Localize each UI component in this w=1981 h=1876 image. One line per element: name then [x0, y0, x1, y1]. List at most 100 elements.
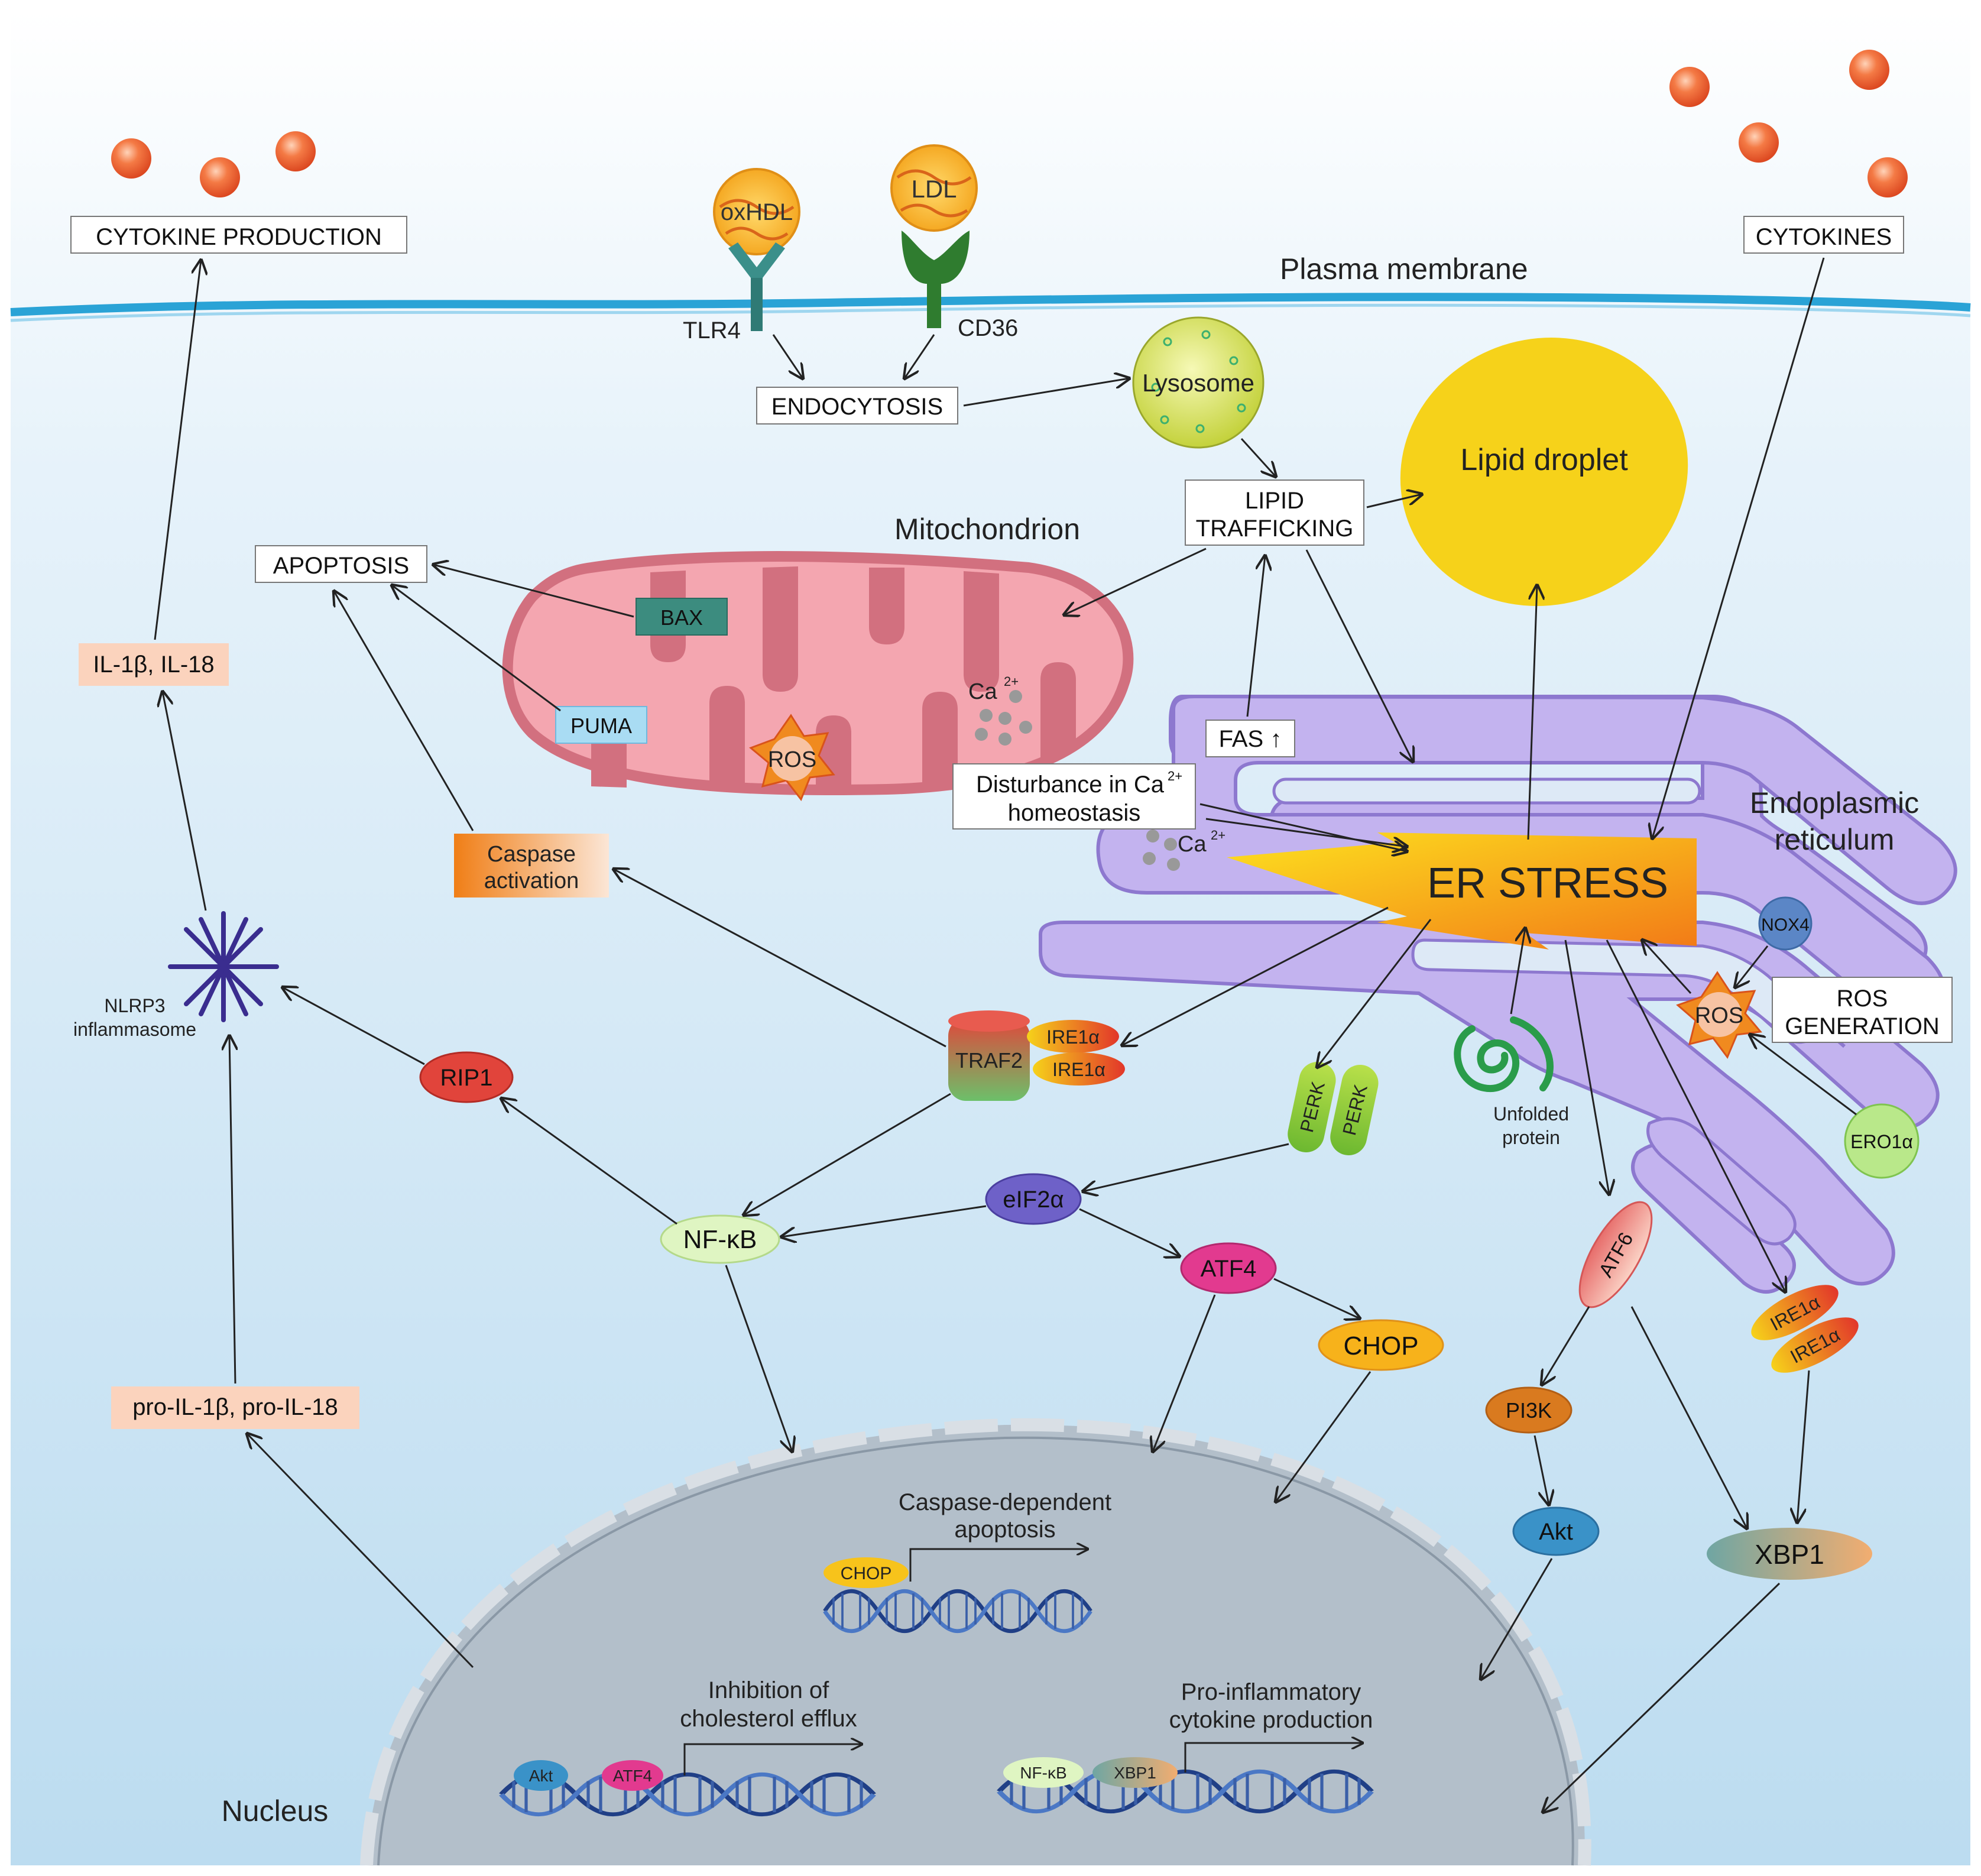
endocytosis-label: ENDOCYTOSIS [771, 394, 943, 420]
ros-generation-label-1: ROS [1837, 986, 1888, 1012]
xbp1: XBP1 [1707, 1528, 1872, 1580]
ca-mito: Ca 2+ [968, 674, 1032, 746]
er-stress-bolt: ER STRESS [1227, 832, 1697, 950]
puma-box: PUMA [555, 706, 647, 744]
akt: Akt [1512, 1506, 1600, 1556]
plasma-membrane-label: Plasma membrane [1280, 252, 1528, 286]
nfkb-dna-tag: NF-κB [1003, 1757, 1084, 1788]
caspase-activation-box: Caspase activation [454, 834, 609, 898]
pi3k: PI3K [1485, 1386, 1573, 1434]
unfolded-label-2: protein [1502, 1127, 1560, 1148]
fas-box: FAS ↑ [1205, 720, 1295, 757]
lipid-trafficking-label-2: TRAFFICKING [1196, 516, 1354, 542]
ros-generation-label-2: GENERATION [1785, 1013, 1940, 1039]
oxhdl-label: oxHDL [721, 199, 793, 225]
cytokine-particle [1867, 157, 1908, 197]
nlrp3-label-2: inflammasome [73, 1019, 196, 1040]
ca-disturbance-label-1: Disturbance in Ca [976, 772, 1165, 798]
ca-mito-label: Ca [968, 679, 997, 704]
traf2-label: TRAF2 [955, 1048, 1023, 1073]
oxhdl-tlr4-receptor: oxHDL [713, 168, 800, 331]
chop-dna-tag: CHOP [823, 1557, 909, 1588]
chop-dna-label: CHOP [841, 1564, 892, 1583]
tss-arrow [909, 1549, 1088, 1582]
cytokines-label: CYTOKINES [1756, 224, 1892, 250]
plasma-membrane [10, 293, 1971, 316]
nucleus [360, 1418, 1591, 1866]
atf4-dna-label: ATF4 [613, 1767, 652, 1785]
nlrp3-star [168, 911, 279, 1022]
nfkb: NF-κB [660, 1214, 780, 1264]
lipid-trafficking-box: LIPID TRAFFICKING [1185, 479, 1364, 546]
lysosome-label: Lysosome [1142, 369, 1254, 397]
ca-er: Ca 2+ [1143, 828, 1225, 871]
bax-box: BAX [636, 598, 728, 636]
tlr4-label: TLR4 [683, 317, 741, 344]
xbp1-dna-label: XBP1 [1114, 1764, 1156, 1782]
ire1a-label: IRE1α [1046, 1026, 1100, 1048]
cytokine-production-box: CYTOKINE PRODUCTION [70, 216, 407, 254]
xbp1-label: XBP1 [1755, 1539, 1824, 1570]
proinflammatory-label-2: cytokine production [1169, 1707, 1373, 1733]
nfkb-label: NF-κB [683, 1225, 757, 1254]
caspase-label-2: activation [484, 869, 579, 893]
unfolded-label-1: Unfolded [1493, 1103, 1569, 1125]
atf4-label: ATF4 [1201, 1256, 1257, 1282]
il1b-il18-label: IL-1β, IL-18 [93, 652, 214, 678]
rip1: RIP1 [419, 1051, 514, 1103]
chop: CHOP [1318, 1319, 1444, 1371]
eif2a-label: eIF2α [1003, 1187, 1064, 1213]
ca-disturbance-arrows [1205, 818, 1407, 847]
cytokine-production-label: CYTOKINE PRODUCTION [96, 224, 382, 250]
ca-er-label: Ca [1178, 832, 1207, 857]
er-lumens [1272, 777, 1821, 1246]
ros-er-label: ROS [1695, 1003, 1743, 1028]
akt-dna-label: Akt [529, 1767, 553, 1785]
pro-il-label: pro-IL-1β, pro-IL-18 [132, 1394, 338, 1420]
akt-dna-tag: Akt [514, 1760, 568, 1791]
lipid-droplet-label: Lipid droplet [1460, 443, 1628, 477]
ire1a-pair-upper: IRE1α IRE1α [1027, 1020, 1125, 1086]
nlrp3-label-1: NLRP3 [104, 995, 165, 1016]
nucleus-label: Nucleus [222, 1794, 329, 1828]
pi3k-label: PI3K [1506, 1398, 1552, 1423]
ero1a: ERO1α [1844, 1103, 1920, 1179]
er-stress-label: ER STRESS [1427, 860, 1668, 907]
cytokine-particle [111, 138, 151, 179]
atf4-dna-tag: ATF4 [602, 1760, 663, 1791]
unfolded-protein: Unfolded protein [1454, 1016, 1569, 1148]
pro-il-box: pro-IL-1β, pro-IL-18 [111, 1386, 359, 1429]
rip1-label: RIP1 [440, 1065, 493, 1091]
apoptosis-label: APOPTOSIS [273, 553, 409, 579]
nox4: NOX4 [1758, 896, 1813, 951]
nfkb-dna-label: NF-κB [1020, 1764, 1066, 1782]
tss-arrow [683, 1744, 862, 1775]
ldl-label: LDL [911, 175, 957, 203]
ca-disturbance-sup: 2+ [1168, 769, 1182, 783]
endoplasmic-label-1: Endoplasmic [1750, 786, 1919, 819]
akt-label: Akt [1539, 1519, 1573, 1545]
ca-disturbance-box: Disturbance in Ca 2+ homeostasis [952, 763, 1196, 830]
inhibition-label-2: cholesterol efflux [680, 1706, 857, 1732]
caspase-dependent-label-1: Caspase-dependent [899, 1489, 1111, 1515]
ire1a-label: IRE1α [1052, 1059, 1105, 1080]
ero1a-label: ERO1α [1850, 1131, 1913, 1152]
chop-label: CHOP [1343, 1331, 1418, 1360]
xbp1-dna-tag: XBP1 [1092, 1757, 1178, 1788]
apoptosis-box: APOPTOSIS [255, 545, 427, 583]
mitochondrion-label: Mitochondrion [894, 513, 1080, 546]
cytokines-box: CYTOKINES [1743, 216, 1904, 254]
ca-mito-sup: 2+ [1004, 674, 1019, 689]
puma-label: PUMA [570, 714, 632, 738]
bax-label: BAX [660, 605, 703, 630]
caspase-label-1: Caspase [487, 842, 576, 867]
endoplasmic-label-2: reticulum [1775, 823, 1895, 856]
cytokine-particle [1849, 50, 1889, 90]
ros-mito-star: ROS [749, 714, 835, 801]
ca-er-sup: 2+ [1211, 828, 1225, 843]
lysosome: Lysosome [1132, 316, 1265, 449]
inhibition-label-1: Inhibition of [708, 1677, 829, 1703]
traf2: TRAF2 [948, 1010, 1030, 1101]
il1b-il18-box: IL-1β, IL-18 [79, 643, 229, 686]
